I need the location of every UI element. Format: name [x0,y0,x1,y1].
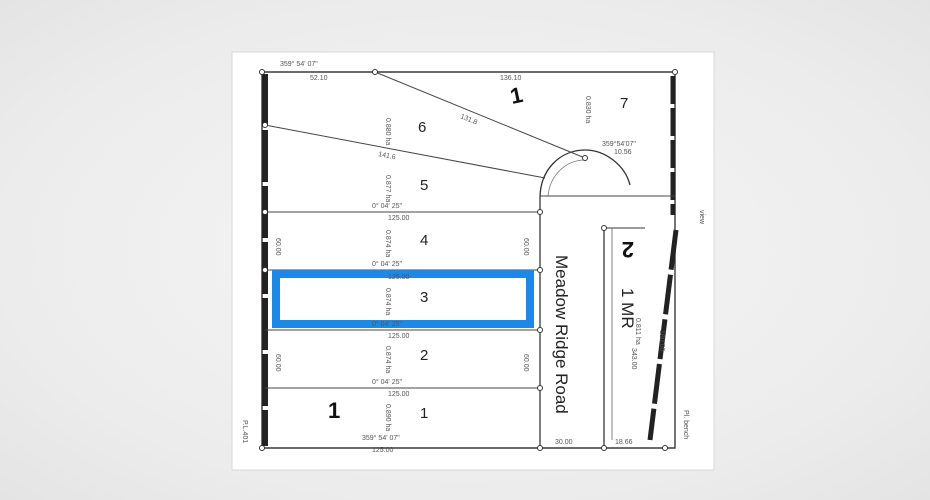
lot-line-bearing-2: 0° 04' 25" [372,378,402,386]
north-dist-b: 136.10 [500,75,522,82]
west-depth-4: 60.00 [274,238,281,256]
corner-tag: P.L.401 [241,420,248,443]
lot-1-area: 0.890 ha [384,404,391,431]
curve-bearing: 359°54'07" [602,140,636,148]
lot-line-dist-3: 125.00 [388,333,410,340]
lot-2-number: 2 [420,347,428,364]
marker [537,267,543,273]
south-dist-c: 18.66 [615,439,633,446]
marker [662,445,668,451]
lot-6-area: 0.880 ha [384,118,391,145]
road-name: Meadow Ridge Road [552,255,571,414]
lot-2-area: 0.874 ha [384,346,391,373]
reserve-area: 0.811 ha [634,318,641,345]
reserve-label: 1 MR [618,288,637,329]
north-bearing: 359° 54' 07" [280,60,318,68]
block-1-south-label: 1 [328,398,340,423]
block-1-north-label: 1 [508,82,525,109]
west-depth-2: 60.00 [274,354,281,372]
lot-line-bearing-5: 0° 04' 25" [372,202,402,210]
south-dist-b: 30.00 [555,439,573,446]
lot-7-number: 7 [620,95,628,112]
lot-line-bearing-4: 0° 04' 25" [372,260,402,268]
diagonal-lot-line-b [264,124,546,179]
block-2-label: 2 [622,237,634,262]
marker [672,69,678,75]
marker [262,122,268,128]
lot-1-number: 1 [420,405,428,422]
side-dist: 180.00 [658,330,665,352]
cul-de-sac-curve [539,149,631,199]
lot-line-dist-2: 125.00 [388,391,410,398]
cul-de-sac-inner [547,159,586,197]
lot-6-number: 6 [418,119,426,136]
marker [259,69,265,75]
corner-note: Pl. bench [682,410,689,439]
north-dist-a: 52.10 [310,75,328,82]
lot-5-area: 0.877 ha [384,175,391,202]
lot-5-number: 5 [420,177,428,194]
diag-b-dist: 141.6 [378,151,397,161]
east-depth-4: 60.00 [522,238,529,256]
sheet-border [231,51,715,471]
lot-3-area: 0.874 ha [384,288,391,315]
curve-dist: 10.56 [614,149,632,156]
east-depth-2: 60.00 [522,354,529,372]
east-frontage-line-block2 [647,229,679,441]
marker [262,209,268,215]
lot-line-dist-5: 125.00 [388,215,410,222]
marker [582,155,588,161]
lot-3-number: 3 [420,289,428,306]
lot-line-dist-4: 125.00 [388,274,410,281]
lot-3-highlight[interactable] [272,270,534,328]
lot-4-number: 4 [420,232,428,249]
plat-sheet [232,52,714,470]
marker [537,385,543,391]
marker [262,267,268,273]
marker [537,209,543,215]
lot-4-area: 0.874 ha [384,230,391,257]
marker [601,445,607,451]
south-bearing: 359° 54' 07" [362,434,400,442]
south-dist-a: 125.00 [372,447,394,454]
survey-markers [259,69,678,451]
marker [537,445,543,451]
lot-7-area: 0.830 ha [584,96,591,123]
side-note: view [698,210,705,225]
marker [259,445,265,451]
diagonal-lot-line-a [374,71,586,159]
marker [537,327,543,333]
marker [372,69,378,75]
reserve-dist: 343.00 [630,348,637,370]
lot-line-bearing-3: 0° 04' 25" [372,320,402,328]
marker [601,225,607,231]
